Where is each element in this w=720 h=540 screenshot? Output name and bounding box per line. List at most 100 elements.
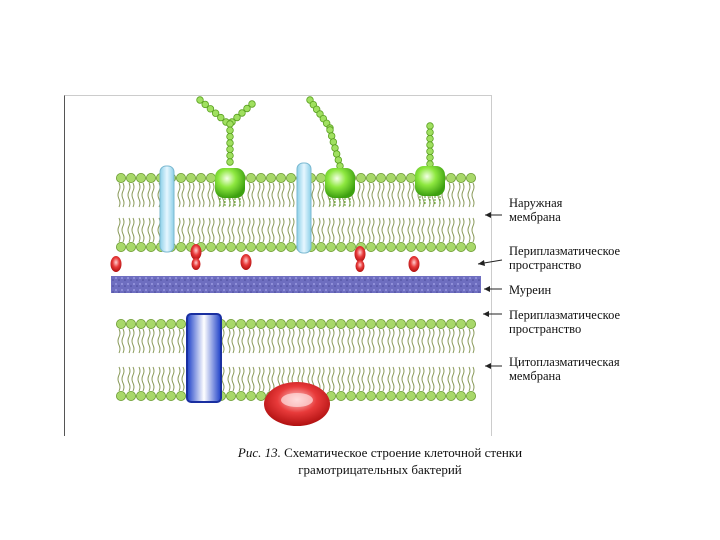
lps-bead (427, 148, 434, 155)
caption-line-2: грамотрицательных бактерий (298, 462, 462, 477)
lipid-tail (398, 183, 400, 207)
lipid-tail (128, 218, 130, 242)
lipid-tail (268, 218, 270, 242)
lipid-tail (268, 183, 270, 207)
lipid-tail (222, 367, 224, 391)
lipid-tail (322, 329, 324, 353)
lipid-tail (262, 218, 264, 242)
lipoprotein (111, 256, 122, 272)
lipid-tail (452, 218, 454, 242)
lipid-tail (318, 329, 320, 353)
lipid-head (216, 242, 225, 251)
lipid-head (356, 319, 365, 328)
lipid-tail (242, 329, 244, 353)
lipid-tail (248, 367, 250, 391)
lipid-tail (292, 329, 294, 353)
lipid-tail (358, 183, 360, 207)
lipid-head (406, 242, 415, 251)
lipid-tail (222, 218, 224, 242)
lipid-head (146, 319, 155, 328)
lipid-tail (178, 367, 180, 391)
lipid-head (346, 242, 355, 251)
lipid-tail (362, 183, 364, 207)
lipid-head (386, 391, 395, 400)
label-cytoplasmic-membrane: Цитоплазматическая мембрана (509, 355, 620, 383)
lipid-head (406, 319, 415, 328)
lipid-tail (338, 218, 340, 242)
lipid-tail (302, 329, 304, 353)
lipid-tail (282, 183, 284, 207)
lipid-tail (288, 329, 290, 353)
lipid-tail (262, 183, 264, 207)
lipid-tail (142, 218, 144, 242)
lipid-head (336, 319, 345, 328)
lipid-tail (212, 183, 214, 207)
lipid-tail (122, 367, 124, 391)
lipid-head (116, 242, 125, 251)
lipid-head (316, 319, 325, 328)
lipid-head (286, 319, 295, 328)
lipid-tail (248, 183, 250, 207)
lipid-head (186, 173, 195, 182)
lipid-tail (278, 329, 280, 353)
green-protein (215, 168, 245, 198)
lipid-head (406, 173, 415, 182)
lipid-tail (418, 367, 420, 391)
transmembrane-protein-blue (187, 314, 221, 402)
lipid-head (126, 319, 135, 328)
lipid-tail (392, 329, 394, 353)
lipid-tail (128, 329, 130, 353)
lipid-tail (238, 218, 240, 242)
lipid-tail (338, 367, 340, 391)
lipid-tail (452, 183, 454, 207)
lps-bead (227, 121, 234, 128)
lipid-tail (152, 183, 154, 207)
lipid-tail (412, 183, 414, 207)
lipid-head (326, 242, 335, 251)
lipid-tail (202, 218, 204, 242)
lipid-tail (338, 329, 340, 353)
lipid-tail (472, 218, 474, 242)
lipid-head (126, 173, 135, 182)
lipid-tail (408, 218, 410, 242)
lipid-tail (388, 367, 390, 391)
lipid-tail (402, 329, 404, 353)
lipid-tail (348, 329, 350, 353)
lipid-tail (182, 367, 184, 391)
lps-bead (227, 152, 234, 159)
lipid-tail (312, 329, 314, 353)
lipid-tail (232, 367, 234, 391)
lipid-tail (152, 367, 154, 391)
lipid-tail (358, 218, 360, 242)
lipid-head (336, 242, 345, 251)
lipid-tail (198, 218, 200, 242)
lipid-tail (122, 218, 124, 242)
lipoprotein (355, 246, 366, 262)
label-line: Цитоплазматическая (509, 355, 620, 369)
label-periplasm-1: Периплазматическое пространство (509, 244, 620, 272)
lipid-head (146, 173, 155, 182)
lipid-head (396, 173, 405, 182)
label-line: Наружная (509, 196, 562, 210)
lipid-tail (128, 367, 130, 391)
lipid-head (116, 319, 125, 328)
lipid-tail (128, 183, 130, 207)
lipid-tail (472, 183, 474, 207)
lipid-tail (422, 329, 424, 353)
lipid-head (276, 319, 285, 328)
lipid-tail (332, 329, 334, 353)
lipid-head (156, 319, 165, 328)
lipid-tail (412, 329, 414, 353)
arrowhead (483, 311, 489, 317)
porin-channel (160, 166, 174, 252)
label-line: мембрана (509, 369, 620, 383)
lipid-tail (352, 367, 354, 391)
lipid-head (396, 319, 405, 328)
lipid-head (176, 391, 185, 400)
lipid-head (136, 173, 145, 182)
lipid-tail (448, 183, 450, 207)
lipid-head (396, 391, 405, 400)
lipid-tail (252, 218, 254, 242)
lipid-tail (382, 218, 384, 242)
lipid-tail (238, 329, 240, 353)
